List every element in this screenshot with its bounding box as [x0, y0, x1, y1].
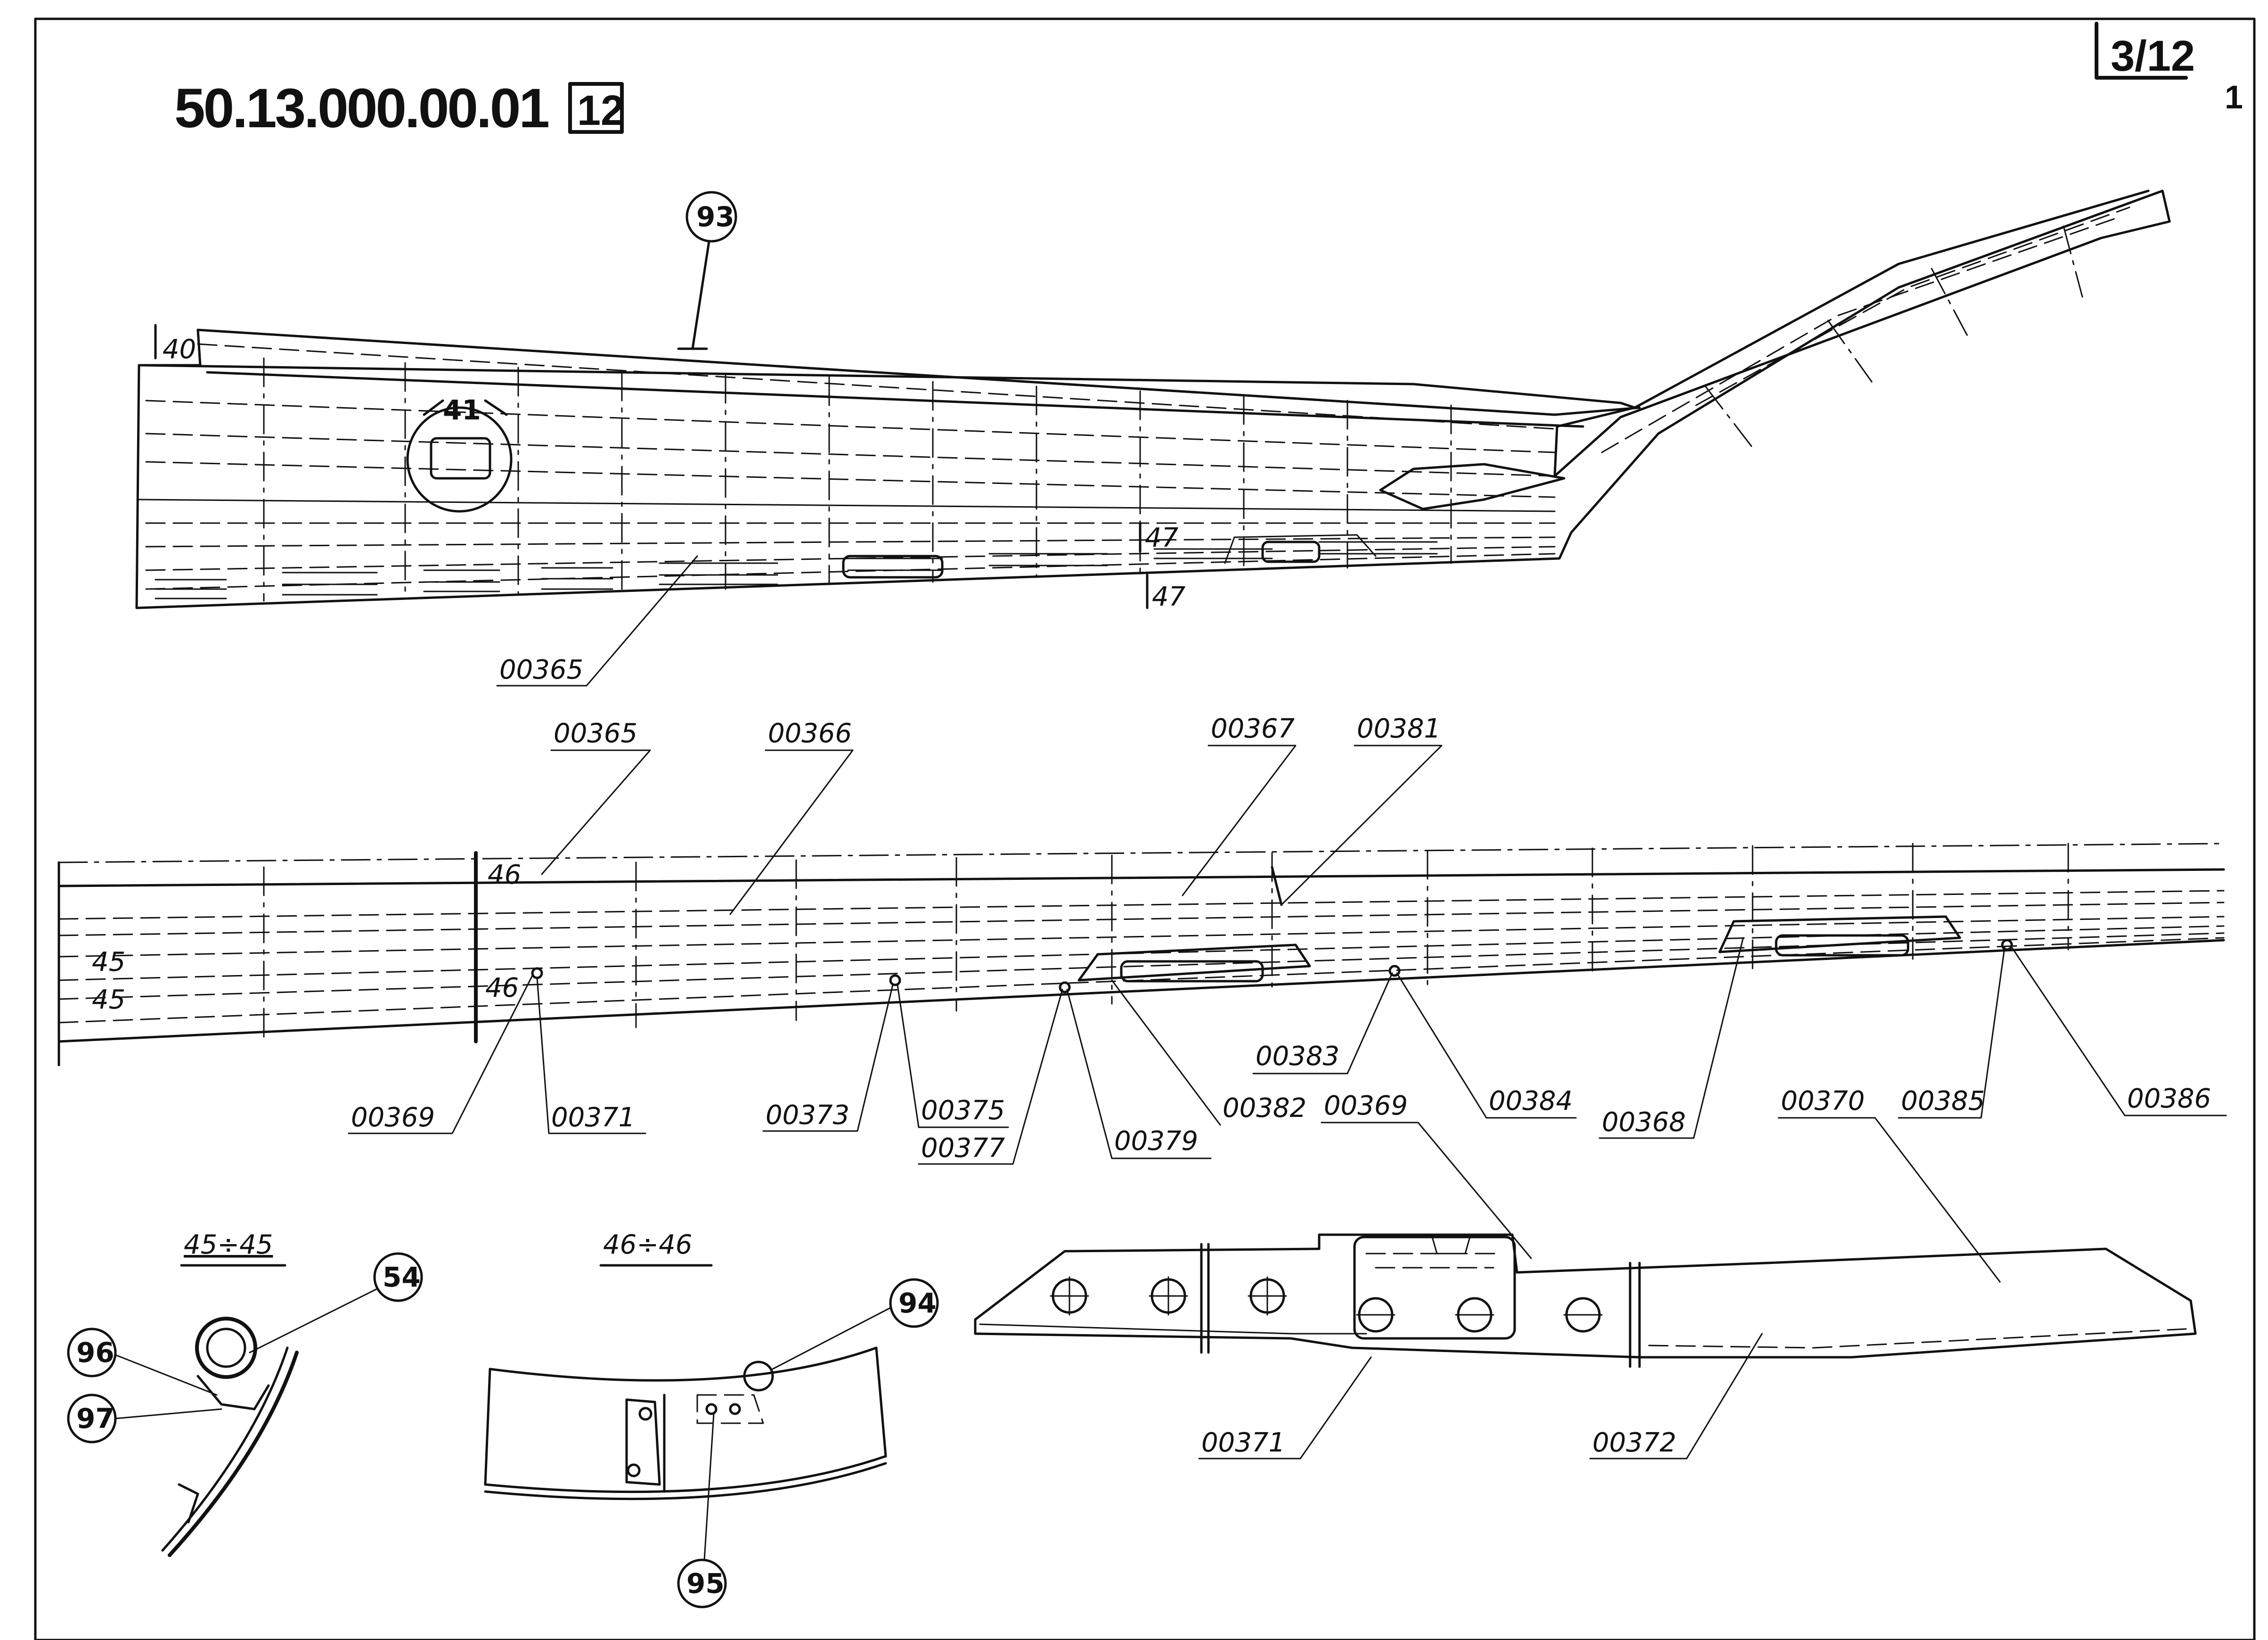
svg-text:00369: 00369: [351, 1102, 435, 1133]
middle-view-beam: [57, 843, 2225, 1066]
svg-text:00368: 00368: [1602, 1107, 1686, 1138]
dim-40: 40: [163, 334, 196, 365]
dim-47-upper: 47: [1145, 523, 1179, 553]
svg-text:00371: 00371: [551, 1102, 635, 1133]
label-00371: 00371: [536, 977, 646, 1134]
label-00384: 00384: [1396, 972, 1577, 1119]
label-00371-detail: 00371: [1198, 1356, 1372, 1460]
boxed-number-frame: [568, 82, 624, 134]
svg-text:00369: 00369: [1324, 1091, 1408, 1121]
svg-text:94: 94: [898, 1287, 937, 1319]
label-00382: 00382: [1111, 979, 1306, 1126]
label-00377: 00377: [918, 989, 1063, 1165]
svg-text:00375: 00375: [921, 1095, 1005, 1126]
label-00385: 00385: [1898, 946, 2006, 1119]
callout-95: 95: [677, 1413, 727, 1608]
svg-text:95: 95: [686, 1567, 725, 1599]
top-beam-outline: [135, 189, 2171, 609]
section-45-45: 45÷45 54 96 97: [67, 1230, 423, 1557]
drawing-number: 50.13.000.00.01: [174, 77, 548, 139]
svg-text:00384: 00384: [1489, 1086, 1573, 1116]
label-00383: 00383: [1252, 972, 1393, 1074]
label-00369: 00369: [348, 975, 533, 1134]
svg-text:00379: 00379: [1114, 1126, 1198, 1156]
sheet-sub-number: 1: [2225, 79, 2243, 115]
label-00369-detail: 00369: [1321, 1091, 1532, 1259]
label-00372: 00372: [1589, 1333, 1763, 1460]
callout-97: 97: [67, 1394, 222, 1443]
svg-text:96: 96: [76, 1337, 114, 1369]
label-00368: 00368: [1599, 937, 1744, 1139]
svg-text:00365: 00365: [554, 718, 637, 749]
label-00366: 00366: [729, 718, 854, 915]
svg-text:54: 54: [383, 1261, 421, 1293]
sheet-number: 3/12: [2111, 32, 2195, 80]
label-00370: 00370: [1778, 1086, 2001, 1283]
callout-54: 54: [249, 1252, 423, 1353]
label-00365-top: 00365: [496, 555, 698, 687]
svg-text:97: 97: [76, 1402, 114, 1435]
section-45-title: 45÷45: [184, 1230, 273, 1260]
svg-text:00381: 00381: [1357, 713, 1441, 744]
svg-text:00382: 00382: [1223, 1093, 1306, 1123]
label-00379: 00379: [1066, 989, 1212, 1159]
section-mark-45-bottom: 45: [92, 984, 125, 1015]
section-mark-45-top: 45: [92, 947, 125, 977]
svg-text:00365: 00365: [499, 655, 583, 685]
label-00365-mid: 00365: [541, 718, 651, 875]
svg-text:00373: 00373: [766, 1100, 849, 1131]
callout-41: 41: [443, 394, 481, 426]
section-46-title: 46÷46: [603, 1230, 692, 1260]
svg-text:00383: 00383: [1256, 1041, 1339, 1072]
svg-text:00372: 00372: [1592, 1427, 1676, 1458]
callout-94: 94: [772, 1278, 939, 1370]
section-46-46: 46÷46 94 95: [484, 1230, 939, 1608]
sheet-number-frame: [2095, 22, 2188, 80]
boxed-number: 12: [577, 87, 624, 134]
detail-bracket: 00371 00372: [974, 1233, 2197, 1460]
svg-text:00386: 00386: [2127, 1083, 2211, 1114]
dim-47-lower: 47: [1152, 582, 1186, 612]
label-00386: 00386: [2011, 946, 2227, 1116]
callout-96: 96: [67, 1328, 218, 1396]
svg-text:00367: 00367: [1211, 713, 1295, 744]
label-00367: 00367: [1182, 713, 1297, 896]
label-00375: 00375: [897, 984, 1009, 1128]
top-view-beam: [135, 189, 2171, 609]
svg-text:00377: 00377: [921, 1133, 1005, 1164]
section-mark-46-top: 46: [488, 860, 521, 890]
svg-text:00371: 00371: [1201, 1427, 1285, 1458]
label-00373: 00373: [762, 984, 894, 1132]
callout-93: 93: [677, 191, 737, 350]
section-mark-46-bottom: 46: [485, 973, 519, 1003]
svg-text:00366: 00366: [768, 718, 852, 749]
svg-text:00385: 00385: [1901, 1086, 1985, 1116]
svg-text:93: 93: [696, 201, 734, 233]
sheet-frame: [34, 17, 2256, 1640]
label-00381: 00381: [1281, 713, 1443, 906]
svg-text:00370: 00370: [1781, 1086, 1865, 1116]
